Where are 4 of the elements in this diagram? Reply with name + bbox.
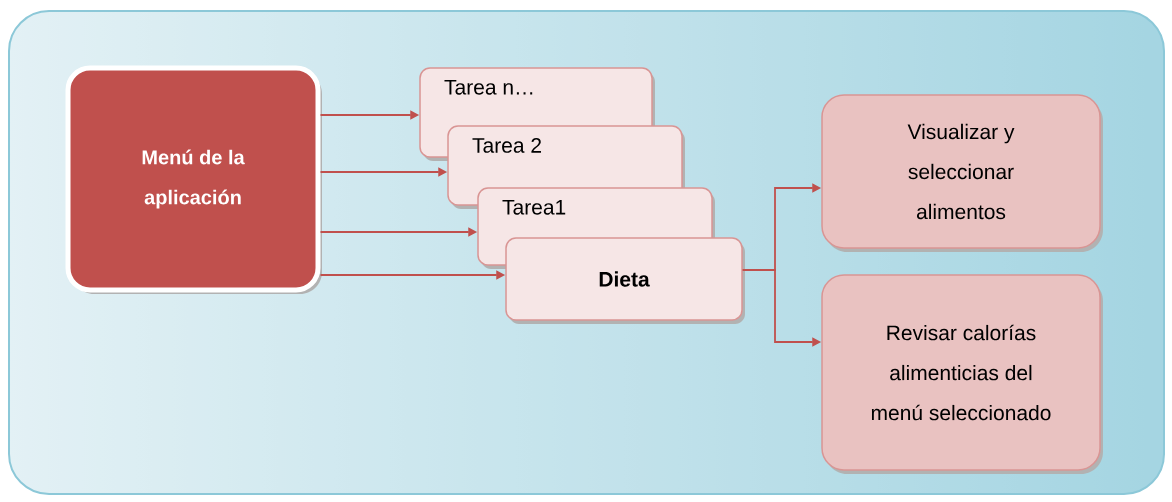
action-box: Revisar calorías alimenticias del menú seleccionado: [821, 274, 1103, 474]
menu-box: Menú de la aplicación: [65, 65, 322, 294]
action-box: Visualizar y seleccionar alimentos: [821, 94, 1103, 252]
task-box: Dieta: [505, 237, 745, 324]
